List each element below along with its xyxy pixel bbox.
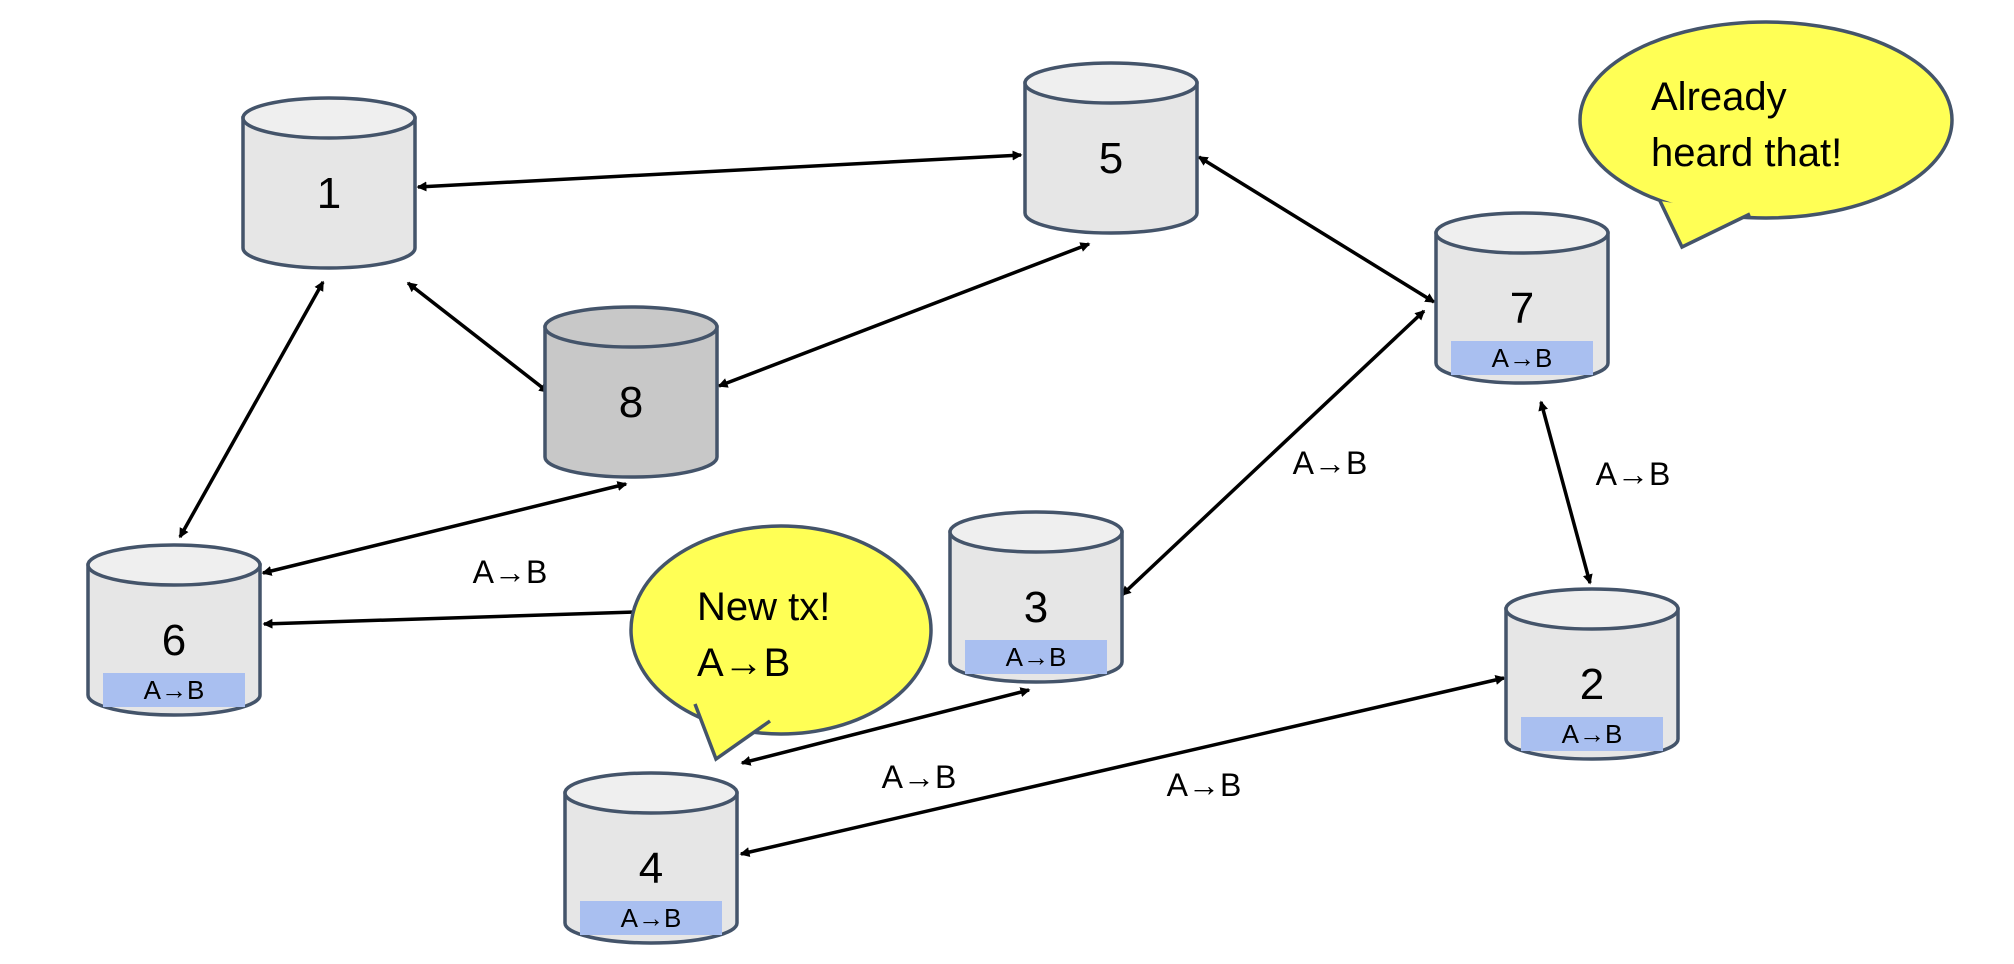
edge-1-6-arrow (178, 280, 325, 539)
node-8: 8 (543, 305, 719, 479)
node-2-top (1504, 587, 1680, 631)
node-2-tx-label: A→B (1562, 719, 1623, 749)
edge-1-5-arrow (416, 150, 1023, 192)
node-7-top (1434, 211, 1610, 255)
node-4-tx-label: A→B (621, 903, 682, 933)
speech-bubble-already_heard: Already heard that! (1578, 20, 1954, 250)
speech-bubble-new_tx-line: A→B (697, 641, 790, 685)
edge-7-2-label: A→B (1596, 456, 1671, 492)
edge-4-3-label: A→B (882, 759, 957, 795)
node-3-label: 3 (1024, 583, 1048, 632)
node-1: 1 (241, 96, 417, 270)
node-6-tx-label: A→B (144, 675, 205, 705)
edge-4-2-arrow (739, 675, 1506, 857)
edge-5-7-arrow (1197, 155, 1436, 304)
node-1-label: 1 (317, 169, 341, 218)
node-5-label: 5 (1099, 134, 1123, 183)
speech-bubble-new_tx-line: New tx! (697, 585, 830, 629)
node-3-tx-label: A→B (1006, 642, 1067, 672)
edge-4-2-label: A→B (1167, 767, 1242, 803)
node-7-tx-label: A→B (1492, 343, 1553, 373)
node-1-body (241, 116, 417, 270)
speech-bubble-new_tx-body (629, 524, 933, 736)
edge-7-3-label: A→B (1293, 445, 1368, 481)
edge-labels: A→B A→B A→B A→B A→B (473, 445, 1671, 803)
node-8-top (543, 305, 719, 349)
node-2: 2A→B (1504, 587, 1680, 761)
node-6-tx-badge (103, 673, 245, 707)
speech-bubble-new_tx-tail-fill (695, 704, 770, 759)
node-6: 6A→B (86, 543, 262, 717)
edge-1-8-arrow (406, 281, 550, 394)
node-6-label: 6 (162, 616, 186, 665)
speech-bubble-already_heard-line: Already (1651, 75, 1787, 119)
speech-bubble-already_heard-line: heard that! (1651, 131, 1842, 175)
edge-7-2-arrow (1538, 400, 1593, 585)
node-7-label: 7 (1510, 284, 1534, 333)
speech-bubbles: Already heard that! New tx! A→B (629, 20, 1954, 762)
node-4-top (563, 771, 739, 815)
speech-bubble-new_tx: New tx! A→B (629, 524, 933, 762)
node-5-top (1023, 61, 1199, 105)
speech-bubble-already_heard-tail-fill (1660, 201, 1750, 247)
node-4-tx-badge (580, 901, 722, 935)
edge-7-3-arrow (1120, 309, 1426, 597)
node-3-tx-badge (965, 640, 1107, 674)
node-8-body (543, 325, 719, 479)
edge-5-8-arrow (717, 242, 1091, 388)
speech-bubble-new_tx-tail (693, 703, 772, 762)
node-3: 3A→B (948, 510, 1124, 684)
node-5-body (1023, 81, 1199, 235)
node-3-top (948, 510, 1124, 554)
edge-4-6-label: A→B (473, 554, 548, 590)
edge-8-6-arrow (261, 481, 628, 576)
node-8-label: 8 (619, 378, 643, 427)
node-5: 5 (1023, 61, 1199, 235)
node-7: 7A→B (1434, 211, 1610, 385)
node-4: 4A→B (563, 771, 739, 945)
speech-bubble-already_heard-tail (1658, 200, 1751, 250)
node-2-tx-badge (1521, 717, 1663, 751)
node-7-tx-badge (1451, 341, 1593, 375)
edge-4-6-arrow (262, 610, 636, 629)
speech-bubble-already_heard-body (1578, 20, 1954, 220)
node-2-label: 2 (1580, 660, 1604, 709)
node-1-top (241, 96, 417, 140)
node-6-top (86, 543, 262, 587)
edges (178, 150, 1593, 857)
node-4-label: 4 (639, 844, 663, 893)
